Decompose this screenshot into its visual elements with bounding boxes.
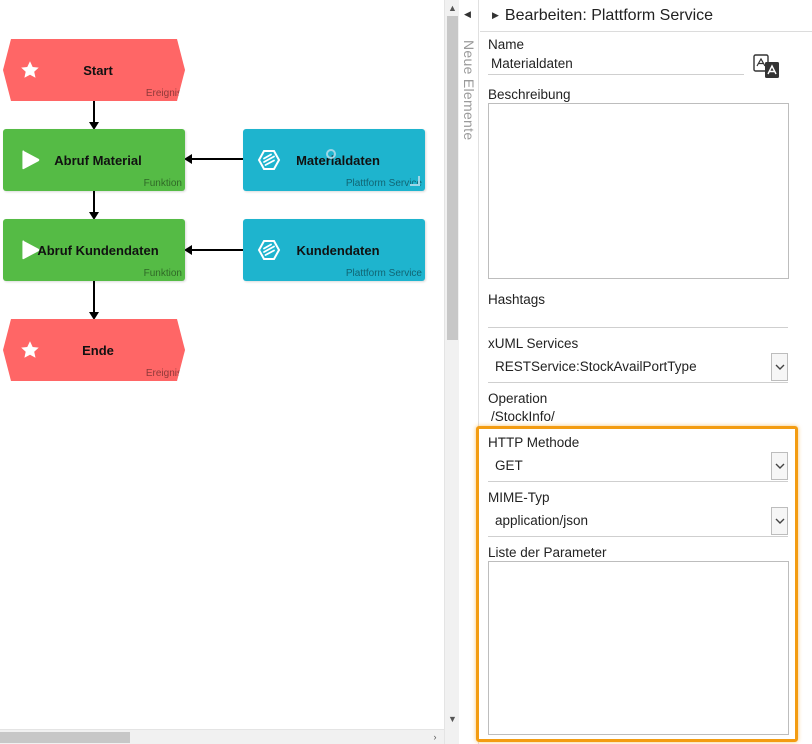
name-label: Name [488,37,525,52]
node-ende[interactable]: Ende Ereignis [3,319,185,381]
star-icon [19,59,41,81]
arrowhead [89,122,99,130]
http-method-label: HTTP Methode [488,435,580,450]
panel-title: Bearbeiten: Plattform Service [504,6,714,24]
mime-type-label: MIME-Typ [488,490,550,505]
parameter-list-label: Liste der Parameter [488,545,607,560]
node-abruf-kundendaten[interactable]: Abruf Kundendaten Funktion [3,219,185,281]
beschreibung-label: Beschreibung [488,87,571,102]
new-elements-label[interactable]: Neue Elemente [461,40,477,141]
platform-service-icon [257,240,281,260]
node-label: Abruf Material [54,152,142,168]
edge-abruf-kundendaten-to-ende [93,280,95,312]
node-kundendaten[interactable]: Kundendaten Plattform Service [243,219,425,281]
node-abruf-material[interactable]: Abruf Material Funktion [3,129,185,191]
operation-value: /StockInfo/ [491,409,555,424]
edge-kundendaten-to-abruf-kundendaten [192,249,244,251]
scroll-down-arrow-icon[interactable]: ▼ [448,714,457,724]
properties-panel: ▶ Bearbeiten: Plattform Service Name Mat… [480,0,812,744]
hashtags-input[interactable] [488,327,788,328]
parameter-list-textarea[interactable] [488,561,789,735]
edge-abruf-material-to-abruf-kundendaten [93,190,95,212]
mime-type-select[interactable]: application/json [488,505,788,537]
node-type-label: Ereignis [145,368,182,379]
xuml-services-select[interactable]: RESTService:StockAvailPortType [488,351,788,383]
chevron-down-icon[interactable] [771,507,788,535]
operation-label: Operation [488,391,548,406]
node-type-label: Plattform Service [345,178,422,189]
http-method-select[interactable]: GET [488,450,788,482]
beschreibung-textarea[interactable] [488,103,789,279]
http-method-value: GET [495,458,523,473]
edge-start-to-abruf-material [93,100,95,122]
xuml-services-label: xUML Services [488,336,579,351]
node-label: Materialdaten [296,152,380,168]
node-materialdaten[interactable]: Materialdaten Plattform Service [243,129,425,191]
node-type-label: Plattform Service [345,268,422,279]
arrowhead [89,312,99,320]
arrowhead [184,154,192,164]
canvas-horizontal-scrollbar[interactable]: › [0,729,444,744]
scroll-right-arrow-icon[interactable]: › [433,732,437,742]
chevron-down-icon[interactable] [771,452,788,480]
arrowhead [89,212,99,220]
node-type-label: Funktion [143,178,182,189]
new-elements-strip[interactable]: ◀ Neue Elemente [459,0,479,744]
edge-materialdaten-to-abruf-material [192,158,244,160]
panel-header[interactable]: ▶ Bearbeiten: Plattform Service [480,0,812,32]
arrowhead [184,245,192,255]
horizontal-scroll-thumb[interactable] [0,732,130,743]
node-label: Kundendaten [296,242,380,258]
node-start[interactable]: Start Ereignis [3,39,185,101]
translate-icon[interactable] [752,52,782,82]
scroll-up-arrow-icon[interactable]: ▲ [448,3,457,13]
node-label: Ende [82,342,114,358]
chevron-down-icon[interactable] [771,353,788,381]
vertical-scroll-thumb[interactable] [447,16,458,340]
hashtags-label: Hashtags [488,292,546,307]
mime-type-value: application/json [495,513,589,528]
expand-arrow-icon[interactable]: ▶ [492,10,499,20]
name-input-underline [488,74,744,75]
node-label: Abruf Kundendaten [37,242,159,258]
canvas-vertical-scrollbar[interactable]: ▲ ▼ [444,0,459,744]
play-icon [22,150,40,170]
node-type-label: Funktion [143,268,182,279]
play-icon [22,240,40,260]
platform-service-icon [257,150,281,170]
star-icon [19,339,41,361]
node-type-label: Ereignis [145,88,182,99]
node-label: Start [83,62,113,78]
name-input[interactable]: Materialdaten [491,56,573,71]
process-canvas[interactable]: Start Ereignis Abruf Material Funktion M… [0,0,444,744]
settings-gear-icon[interactable] [325,148,337,160]
collapse-left-arrow-icon[interactable]: ◀ [464,9,471,19]
resize-handle-icon[interactable] [409,175,421,187]
xuml-services-value: RESTService:StockAvailPortType [495,359,697,374]
